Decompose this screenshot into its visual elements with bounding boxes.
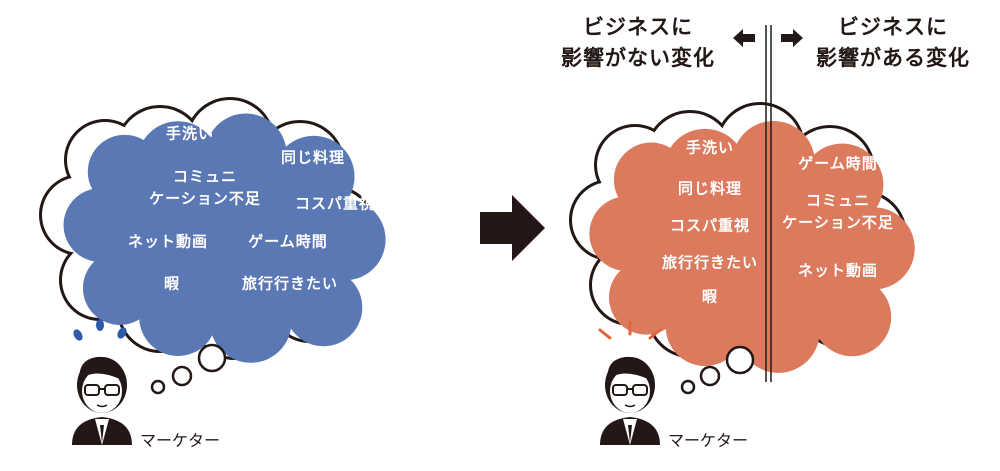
header-line: ビジネスに xyxy=(583,15,693,39)
no-impact-item: 手洗い xyxy=(685,138,735,157)
before-item: ゲーム時間 xyxy=(248,232,328,251)
after-cloud xyxy=(572,105,915,373)
person-label: マーケター xyxy=(140,431,221,450)
impact-item: ケーション不足 xyxy=(782,213,894,232)
alert-lines-icon xyxy=(598,320,662,340)
header-no-impact: ビジネスに 影響がない変化 xyxy=(561,12,715,74)
before-item: 旅行行きたい xyxy=(241,274,339,293)
arrow-left-icon xyxy=(733,29,755,47)
header-impact: ビジネスに 影響がある変化 xyxy=(816,12,970,74)
no-impact-item: 同じ料理 xyxy=(677,179,743,198)
after-thought-bubbles xyxy=(680,345,755,395)
no-impact-item: 暇 xyxy=(701,287,719,306)
transition-arrow-icon xyxy=(480,195,545,261)
before-item: 手洗い xyxy=(165,124,215,143)
before-item: ケーション不足 xyxy=(149,189,261,208)
impact-item: ゲーム時間 xyxy=(798,154,878,173)
no-impact-item: コスパ重視 xyxy=(669,216,751,235)
person-label: マーケター xyxy=(668,431,749,450)
header-line: ビジネスに xyxy=(838,15,948,39)
header-line: 影響がある変化 xyxy=(816,46,970,70)
before-item: コミュニ xyxy=(172,167,238,186)
impact-item: ネット動画 xyxy=(797,261,879,280)
no-impact-item: 旅行行きたい xyxy=(661,253,759,272)
before-item: ネット動画 xyxy=(127,232,209,251)
alert-marketer-avatar xyxy=(599,355,661,446)
before-item: コスパ重視 xyxy=(294,194,376,213)
sweat-drops-icon xyxy=(73,319,127,341)
header-line: 影響がない変化 xyxy=(561,46,715,70)
before-thought-bubbles xyxy=(150,343,227,395)
impact-item: コミュニ xyxy=(805,191,871,210)
arrow-right-icon xyxy=(781,29,803,47)
before-item: 同じ料理 xyxy=(280,148,346,167)
worried-marketer-avatar xyxy=(71,355,133,446)
divider-line xyxy=(765,25,772,382)
before-item: 暇 xyxy=(163,274,181,293)
